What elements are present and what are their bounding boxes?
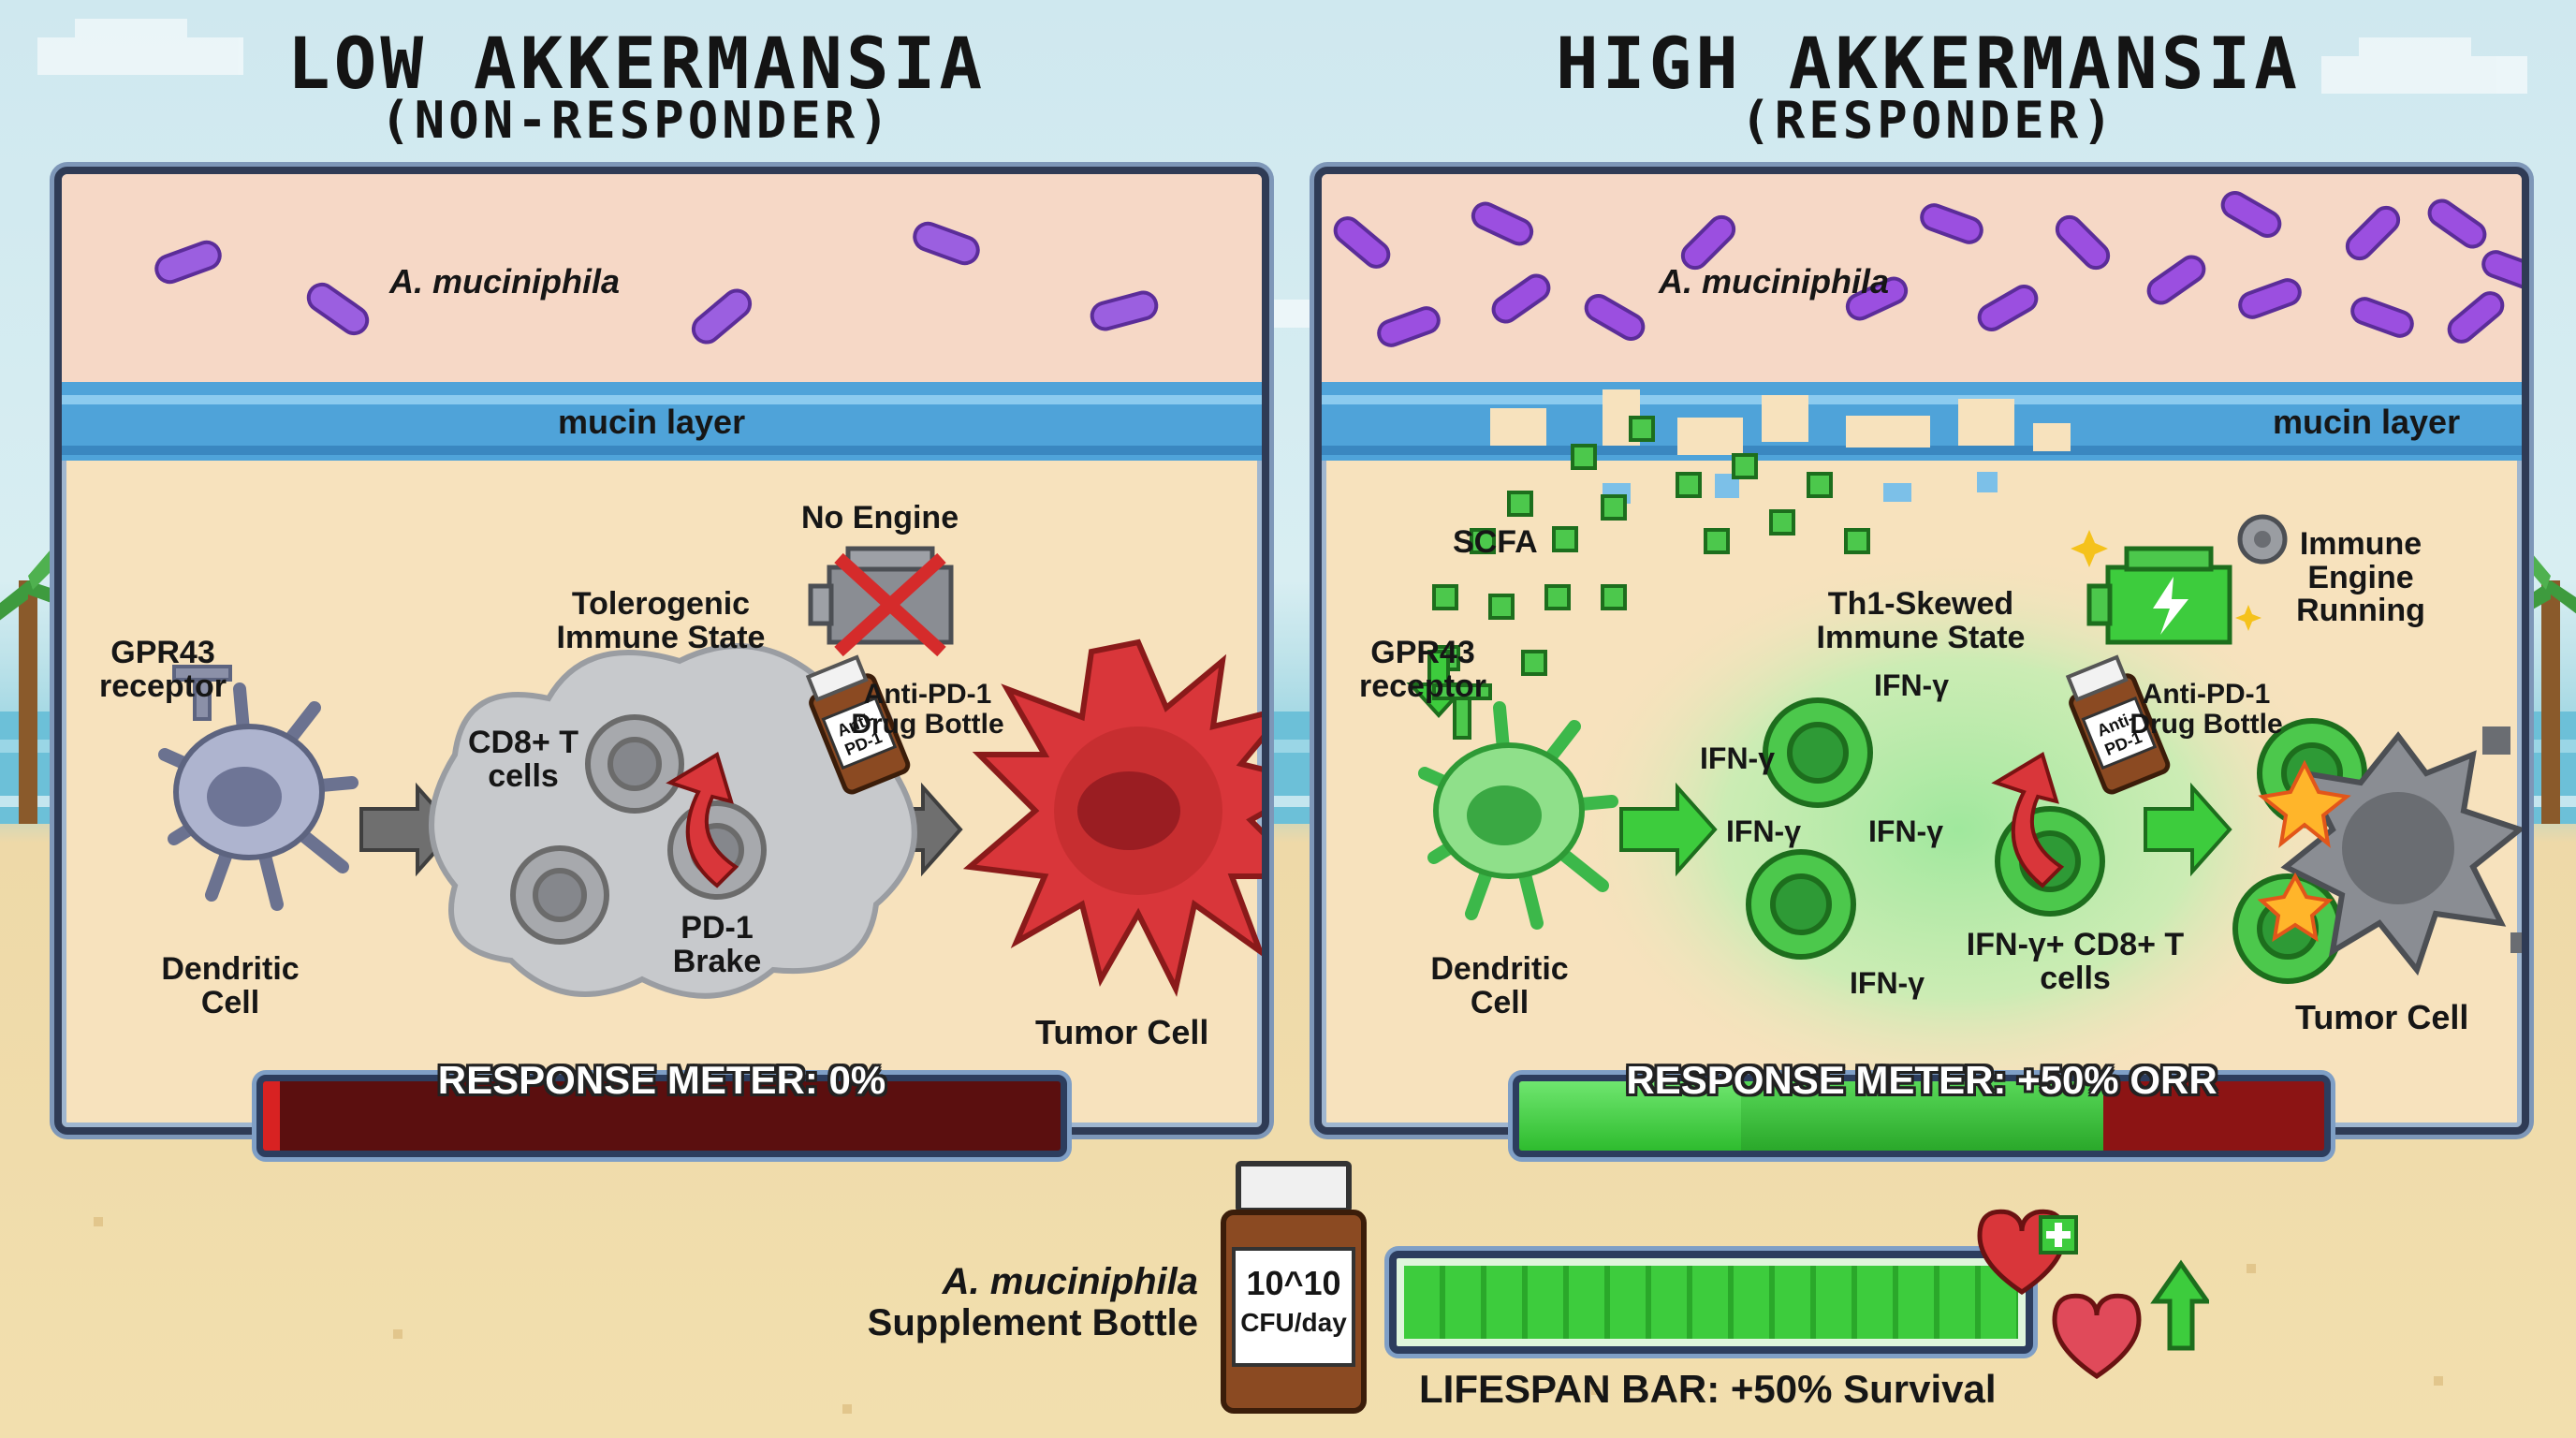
ifn-label-1: IFN-γ — [1874, 668, 1949, 702]
pd1-release-arrow — [1991, 751, 2065, 888]
left-tumor-label: Tumor Cell — [1035, 1013, 1209, 1051]
anti-pd1-bottle: Anti- PD-1 — [805, 654, 911, 795]
left-response-meter — [256, 1075, 1067, 1157]
anti-pd1-bottle: Anti- PD-1 — [2065, 654, 2171, 795]
tumor-cell-destroyed — [2257, 726, 2522, 976]
left-dendritic-label: Dendritic Cell — [161, 951, 300, 1020]
tumor-cell — [962, 638, 1262, 997]
ifn-label-5: IFN-γ — [1850, 966, 1925, 1000]
right-panel: Anti- PD-1 A. muciniphila mucin layer SC… — [1314, 167, 2529, 1135]
left-brake-label: PD-1 Brake — [672, 910, 762, 979]
supplement-label: Supplement Bottle — [867, 1302, 1198, 1343]
left-panel-art: Anti- PD-1 — [62, 174, 1262, 999]
lifespan-bar — [1389, 1251, 2033, 1354]
scfa-particles — [1432, 416, 1870, 676]
left-engine-label: No Engine — [801, 500, 959, 536]
left-gpr43-label: GPR43 receptor — [98, 635, 227, 704]
ifn-label-2: IFN-γ — [1700, 741, 1775, 775]
mucin-layer — [62, 382, 1262, 461]
bacteria-group — [154, 221, 1159, 345]
survival-icons — [1977, 1209, 2209, 1380]
right-tumor-label: Tumor Cell — [2295, 998, 2469, 1036]
dose-line-1: 10^10 — [1246, 1264, 1341, 1302]
up-arrow-icon — [2150, 1259, 2209, 1351]
immune-engine-icon — [2071, 514, 2288, 645]
right-meter-fill-extended — [1740, 1081, 2103, 1151]
lifespan-label: LIFESPAN BAR: +50% Survival — [1419, 1367, 1997, 1411]
right-meter-label: RESPONSE METER: +50% ORR — [1626, 1058, 2217, 1102]
ifn-label-3: IFN-γ — [1726, 814, 1801, 848]
left-bacteria-label: A. muciniphila — [389, 262, 621, 301]
right-engine-label: Immune Engine Running — [2296, 526, 2425, 629]
left-panel: Anti- PD-1 A. muciniphila mucin layer GP… — [54, 167, 1269, 1135]
gut-lumen — [62, 174, 1262, 382]
no-engine-icon — [808, 546, 954, 657]
right-panel-art: Anti- PD-1 — [1322, 174, 2522, 1110]
th1-glow — [1565, 549, 2351, 1110]
right-dendritic-label: Dendritic Cell — [1430, 951, 1569, 1020]
right-immune-state-label: Th1-Skewed Immune State — [1816, 586, 2026, 655]
right-drug-label: Anti-PD-1 Drug Bottle — [2130, 679, 2283, 740]
dose-line-2: CFU/day — [1240, 1307, 1347, 1337]
mucin-layer-degraded — [1322, 382, 2522, 504]
gut-lumen — [1322, 174, 2522, 382]
pd1-brake-arrow — [666, 751, 739, 888]
lifespan-fill — [1404, 1266, 2018, 1339]
left-meter-fill — [263, 1081, 280, 1151]
left-title: LOW AKKERMANSIA — [286, 22, 987, 105]
ifn-label-4: IFN-γ — [1868, 814, 1943, 848]
left-drug-label: Anti-PD-1 Drug Bottle — [851, 679, 1004, 740]
right-mucin-label: mucin layer — [2273, 403, 2461, 441]
supplement-label-italic: A. muciniphila — [942, 1261, 1198, 1302]
heart-plus-icon — [1977, 1209, 2078, 1296]
left-mucin-label: mucin layer — [558, 403, 746, 441]
right-arrow-1 — [1619, 782, 1718, 877]
heart-icon — [2052, 1293, 2142, 1380]
right-gpr43-label: GPR43 receptor — [1358, 635, 1487, 704]
dendritic-cell — [158, 665, 359, 911]
left-subtitle: (NON-RESPONDER) — [380, 91, 893, 150]
right-title: HIGH AKKERMANSIA — [1555, 22, 2302, 105]
right-meter-fill — [1519, 1081, 1741, 1151]
right-subtitle: (RESPONDER) — [1740, 91, 2116, 150]
bacteria-group — [1333, 191, 2522, 347]
supplement-bottle: 10^10 CFU/day — [1221, 1161, 1367, 1414]
right-tcells-label: IFN-γ+ CD8+ T cells — [1966, 927, 2185, 996]
bottle-cap — [1236, 1161, 1352, 1213]
dendritic-cell-active — [1418, 683, 1618, 930]
left-cd8-label: CD8+ T cells — [467, 725, 579, 794]
left-meter-label: RESPONSE METER: 0% — [437, 1058, 886, 1102]
left-immune-state-label: Tolerogenic Immune State — [556, 586, 766, 655]
right-scfa-label: SCFA — [1453, 524, 1538, 560]
right-response-meter — [1513, 1075, 2331, 1157]
bottle-label: 10^10 CFU/day — [1232, 1247, 1355, 1367]
right-arrow-2 — [2144, 782, 2232, 877]
right-bacteria-label: A. muciniphila — [1659, 262, 1890, 301]
